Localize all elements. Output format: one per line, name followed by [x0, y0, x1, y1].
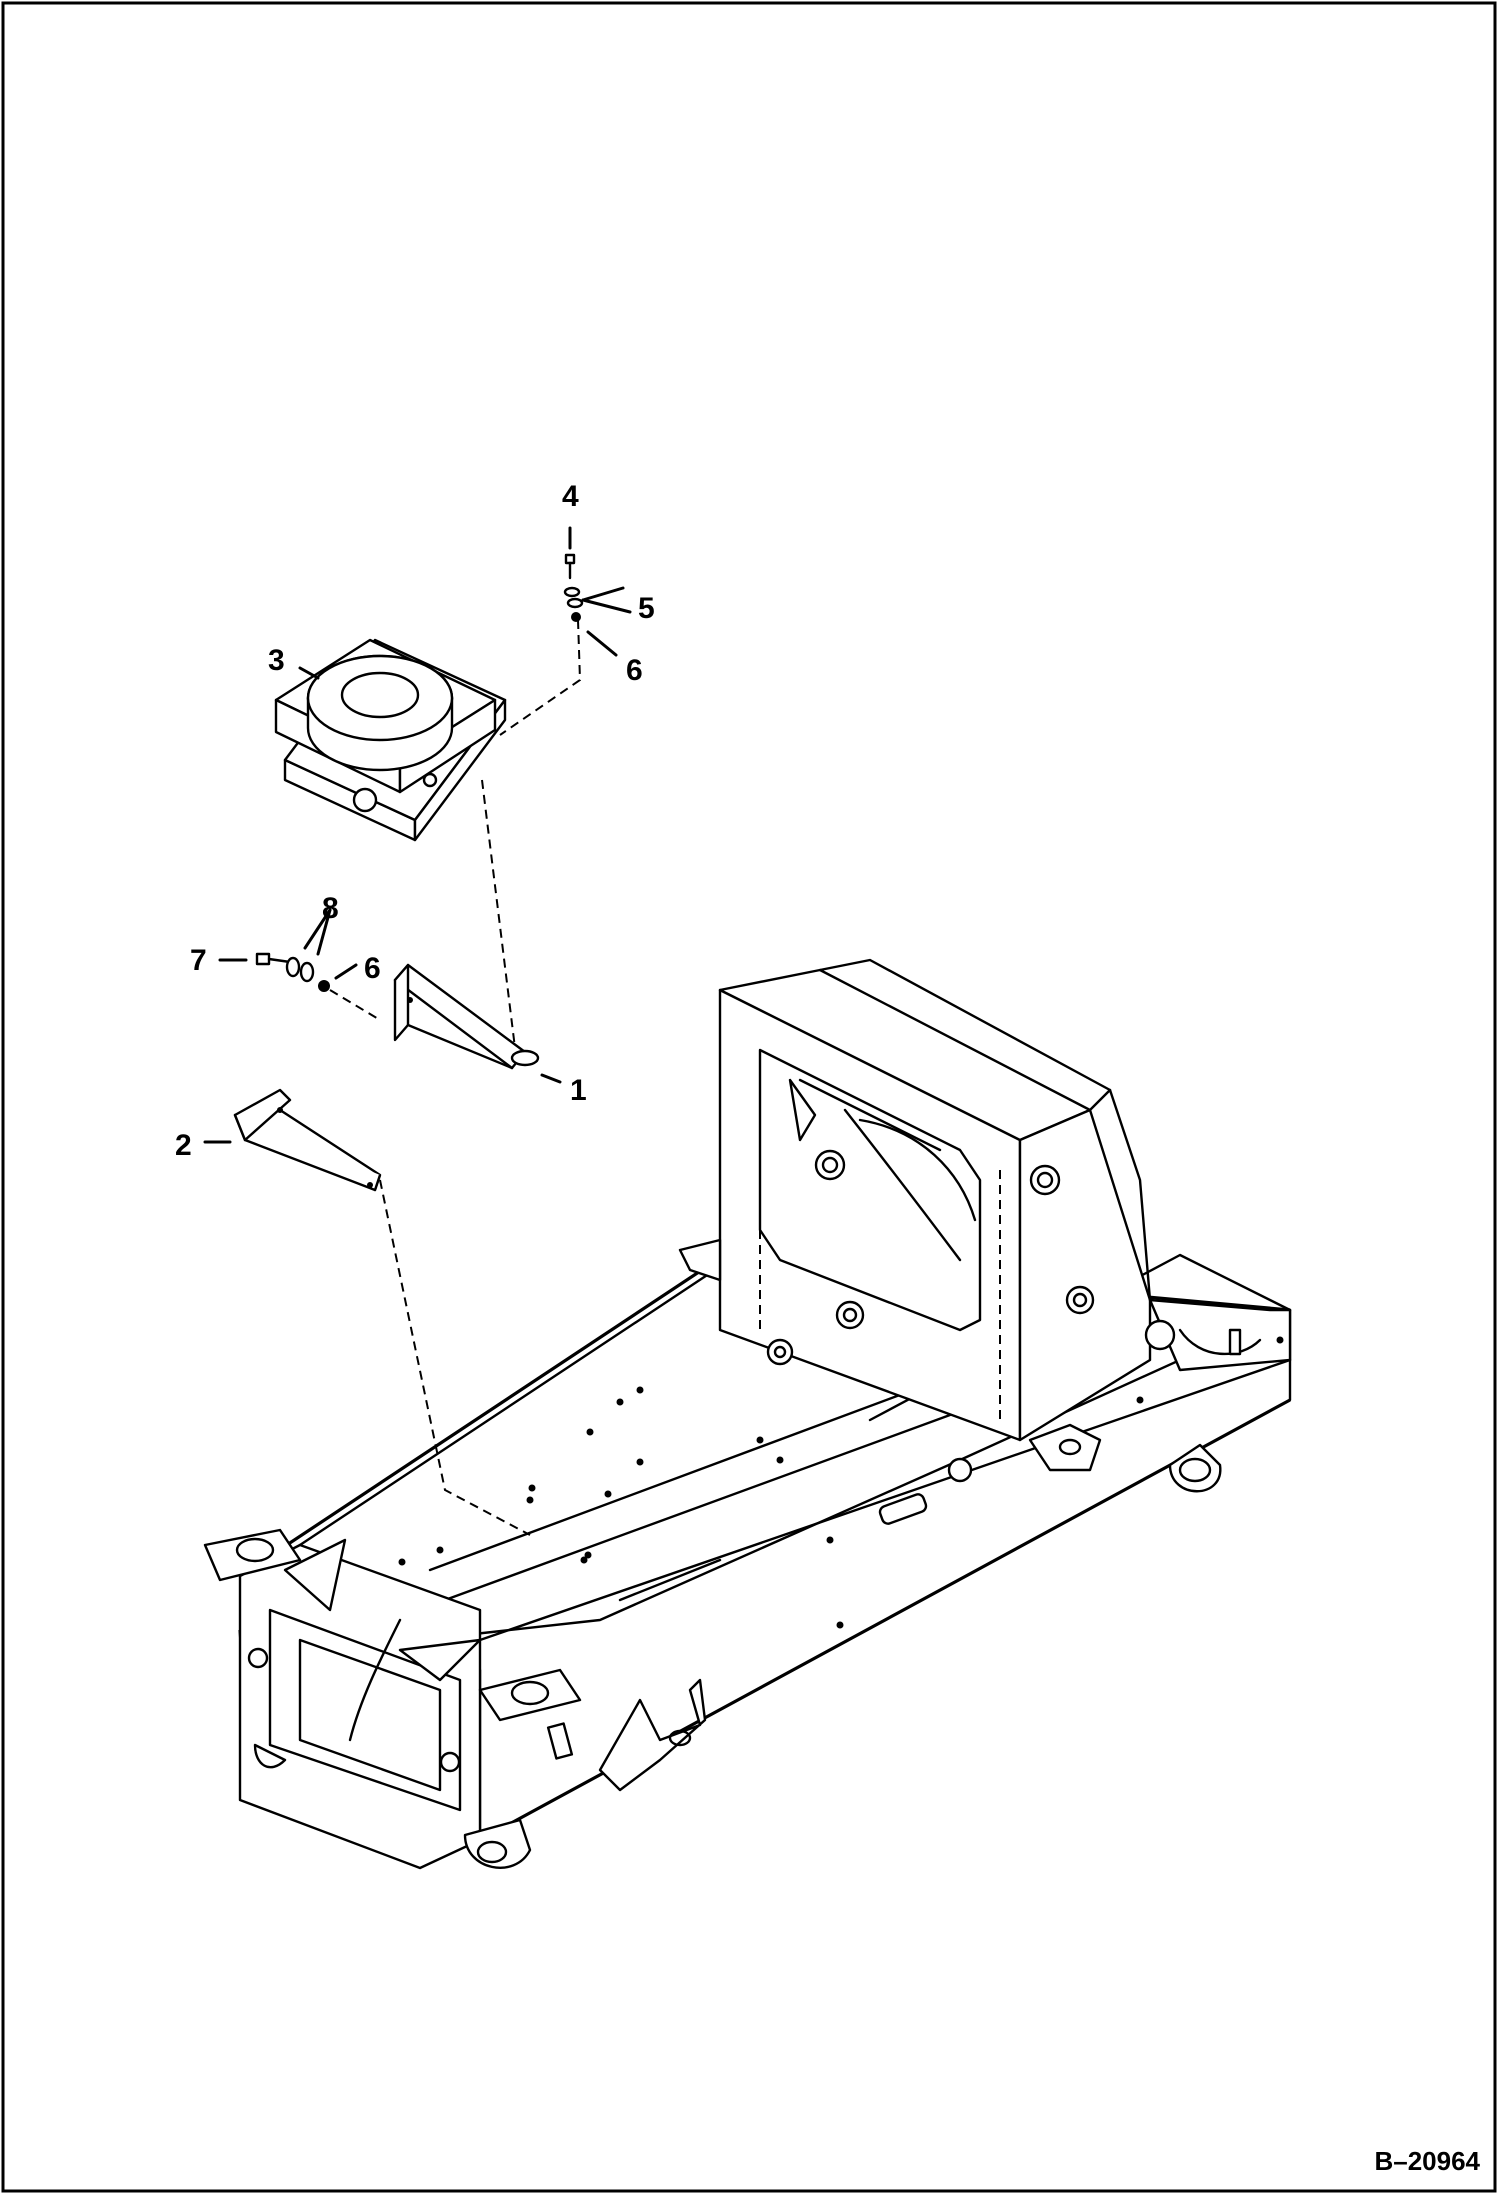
item-7-bolt [255, 952, 292, 966]
item-6-nut-upper [571, 612, 581, 622]
callout-8: 8 [322, 892, 339, 925]
item-8-washers [285, 956, 315, 983]
figure-number: B–20964 [1374, 2146, 1480, 2176]
part-3-swing-assembly [274, 638, 507, 842]
callout-6-upper: 6 [626, 654, 643, 687]
part-2-bracket [233, 1088, 382, 1192]
callout-leaders [203, 526, 632, 1144]
part-1-bracket [393, 963, 540, 1070]
callout-3: 3 [268, 644, 285, 677]
item-4-bolt [564, 553, 576, 580]
main-frame [203, 958, 1292, 1870]
assembly-lines [329, 619, 582, 1536]
item-5-washers [563, 586, 584, 609]
item-6-nut-lower [318, 980, 330, 992]
callout-6-lower: 6 [364, 952, 381, 985]
callout-1: 1 [570, 1074, 587, 1107]
callout-labels: 1 2 3 4 5 6 6 7 8 [175, 480, 655, 1162]
callout-4: 4 [562, 480, 579, 513]
callout-7: 7 [190, 944, 207, 977]
callout-5: 5 [638, 592, 655, 625]
callout-2: 2 [175, 1129, 192, 1162]
